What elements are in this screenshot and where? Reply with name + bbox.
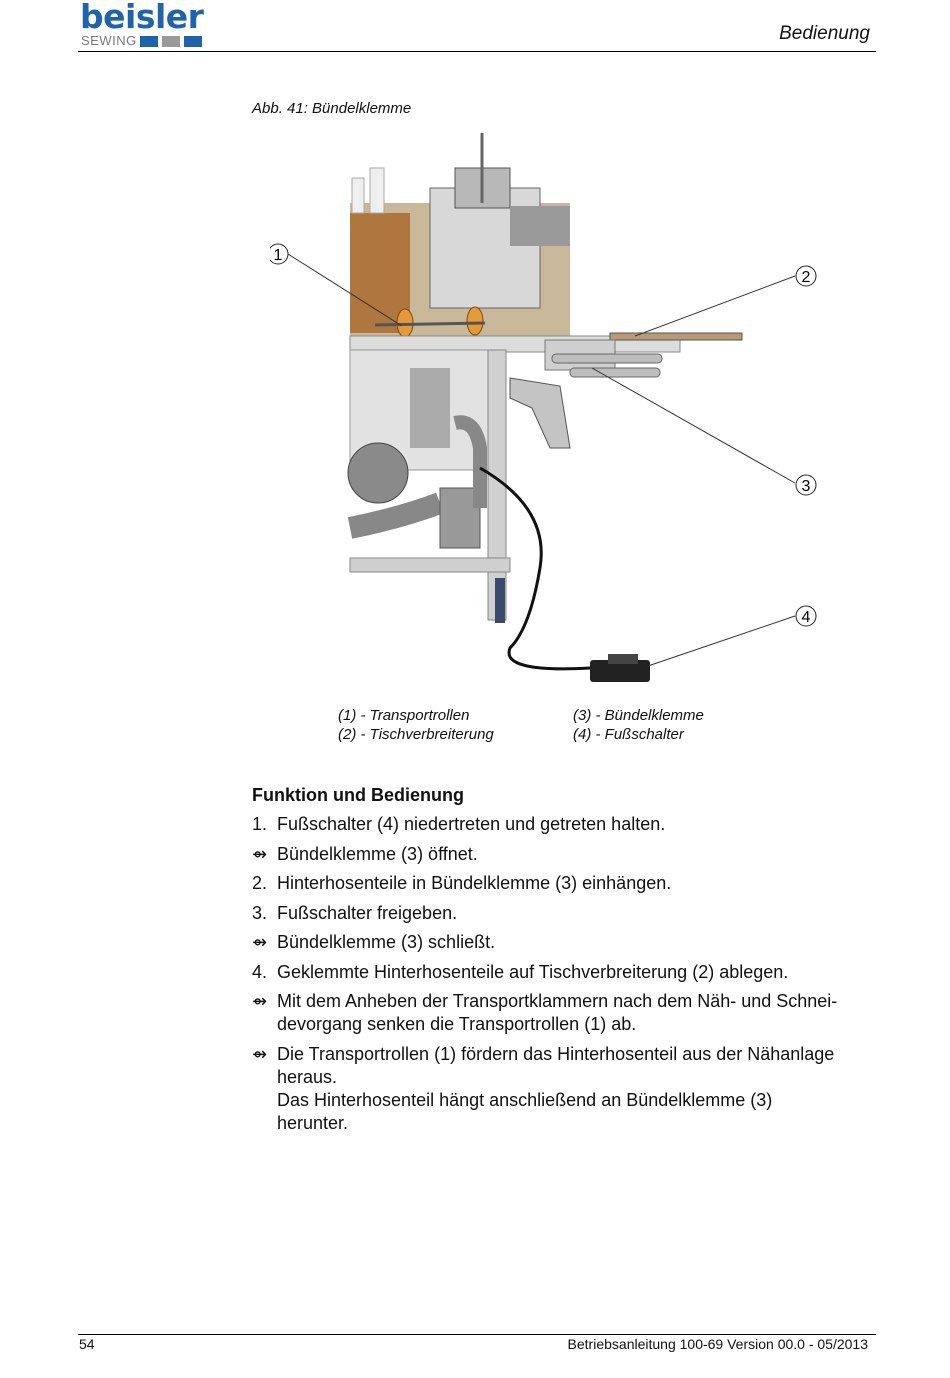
list-item: 3. Fußschalter freigeben. (252, 902, 877, 925)
step-text: devorgang senken die Transportrollen (1)… (277, 1014, 637, 1034)
step-text: Fußschalter freigeben. (277, 902, 458, 923)
step-text: herunter. (277, 1112, 349, 1133)
figure-legend-left: (1) - Transportrollen (2) - Tischverbrei… (338, 706, 494, 744)
step-text: Hinterhosenteile in Bündelklemme (3) ein… (277, 873, 672, 893)
list-item: ⇴ Bündelklemme (3) öffnet. (252, 843, 877, 866)
motor (347, 442, 409, 504)
step-number: 4. (252, 961, 268, 982)
callout-2: 2 (802, 269, 811, 286)
brand-logo-text: beisler (80, 0, 204, 36)
instruction-list: 1. Fußschalter (4) niedertreten und getr… (252, 813, 877, 1141)
foot-switch-cable (479, 466, 591, 671)
legend-item: (4) - Fußschalter (573, 726, 684, 743)
logo-square-blue-1 (140, 36, 158, 47)
step-number: 3. (252, 902, 268, 923)
result-arrow-icon: ⇴ (252, 1043, 268, 1064)
list-item: ⇴ Die Transportrollen (1) fördern das Hi… (252, 1043, 877, 1135)
step-number: 2. (252, 873, 268, 893)
document-reference: Betriebsanleitung 100-69 Version 00.0 - … (567, 1336, 868, 1352)
step-text: Mit dem Anheben der Transportklammern na… (277, 991, 838, 1011)
list-item: ⇴ Bündelklemme (3) schließt. (252, 931, 877, 954)
list-item: 2. Hinterhosenteile in Bündelklemme (3) … (252, 872, 877, 895)
list-item: ⇴ Mit dem Anheben der Transportklammern … (252, 990, 877, 1036)
callout-3: 3 (802, 478, 811, 495)
footer-rule (78, 1334, 876, 1335)
step-text: Geklemmte Hinterhosenteile auf Tischverb… (277, 961, 789, 982)
section-heading: Funktion und Bedienung (252, 785, 464, 805)
list-item: 4. Geklemmte Hinterhosenteile auf Tischv… (252, 961, 877, 984)
callout-1: 1 (274, 247, 283, 264)
result-arrow-icon: ⇴ (252, 991, 268, 1011)
step-text: Bündelklemme (3) öffnet. (277, 843, 478, 864)
step-text: Das Hinterhosenteil hängt anschließend a… (277, 1089, 773, 1110)
page-number: 54 (79, 1336, 95, 1352)
step-number: 1. (252, 814, 268, 834)
transport-roller (466, 306, 484, 336)
legend-item: (3) - Bündelklemme (573, 707, 704, 724)
callout-4: 4 (802, 609, 811, 626)
logo-square-grey (162, 36, 180, 47)
machine-illustration: 1 2 3 4 (270, 133, 817, 682)
step-text: Die Transportrollen (1) fördern das Hint… (277, 1043, 835, 1064)
step-text: heraus. (277, 1066, 338, 1087)
result-arrow-icon: ⇴ (252, 932, 268, 952)
bundle-clamp (509, 377, 571, 449)
logo-square-blue-2 (184, 36, 202, 47)
figure-caption: Abb. 41: Bündelklemme (252, 100, 412, 117)
table-leg (495, 578, 505, 623)
foot-switch (590, 660, 650, 682)
list-item: 1. Fußschalter (4) niedertreten und getr… (252, 813, 877, 836)
header-rule (78, 51, 876, 52)
figure-legend-right: (3) - Bündelklemme (4) - Fußschalter (573, 706, 704, 744)
brand-logo-subtitle: SEWING (81, 33, 137, 48)
step-text: Fußschalter (4) niedertreten und getrete… (277, 814, 666, 834)
legend-item: (1) - Transportrollen (338, 707, 470, 724)
step-text: Bündelklemme (3) schließt. (277, 932, 496, 952)
table-extension (609, 332, 743, 341)
legend-item: (2) - Tischverbreiterung (338, 726, 494, 743)
result-arrow-icon: ⇴ (252, 843, 268, 864)
header-section-title: Bedienung (779, 23, 870, 44)
